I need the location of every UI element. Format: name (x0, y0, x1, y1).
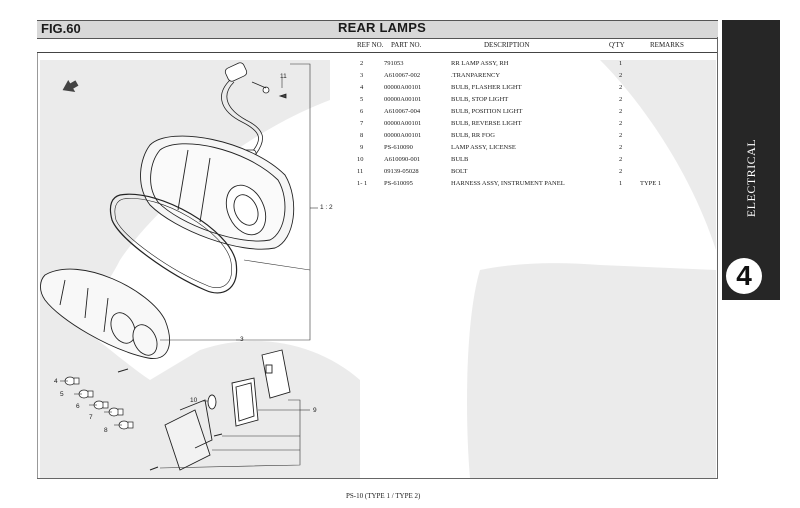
frame-right (717, 37, 718, 478)
callout-10: 10 (190, 397, 198, 404)
section-tab (722, 20, 780, 300)
page-footer: PS-10 (TYPE 1 / TYPE 2) (346, 492, 421, 500)
callout-11: 11 (280, 73, 287, 80)
callout-1-2: 1 : 2 (320, 204, 333, 211)
col-ref: REF NO. (357, 41, 384, 49)
header-bar (37, 20, 718, 39)
header-rule (37, 52, 718, 53)
figure-number: FIG.60 (41, 21, 81, 36)
page-title: REAR LAMPS (338, 20, 426, 35)
col-desc: DESCRIPTION (484, 41, 530, 49)
callout-4: 4 (54, 378, 58, 385)
section-number-badge: 4 (726, 258, 762, 294)
callout-9: 9 (313, 407, 317, 414)
callout-5: 5 (60, 391, 64, 398)
col-remarks: REMARKS (650, 41, 684, 49)
col-part: PART NO. (391, 41, 422, 49)
section-tab-label: ELECTRICAL (743, 138, 758, 218)
callout-3: 3 (240, 336, 244, 343)
callout-8: 8 (104, 427, 108, 434)
callout-6: 6 (76, 403, 80, 410)
frame-bottom (37, 478, 718, 479)
callout-7: 7 (89, 414, 93, 421)
frame-left (37, 53, 38, 478)
col-qty: Q'TY (609, 41, 625, 49)
